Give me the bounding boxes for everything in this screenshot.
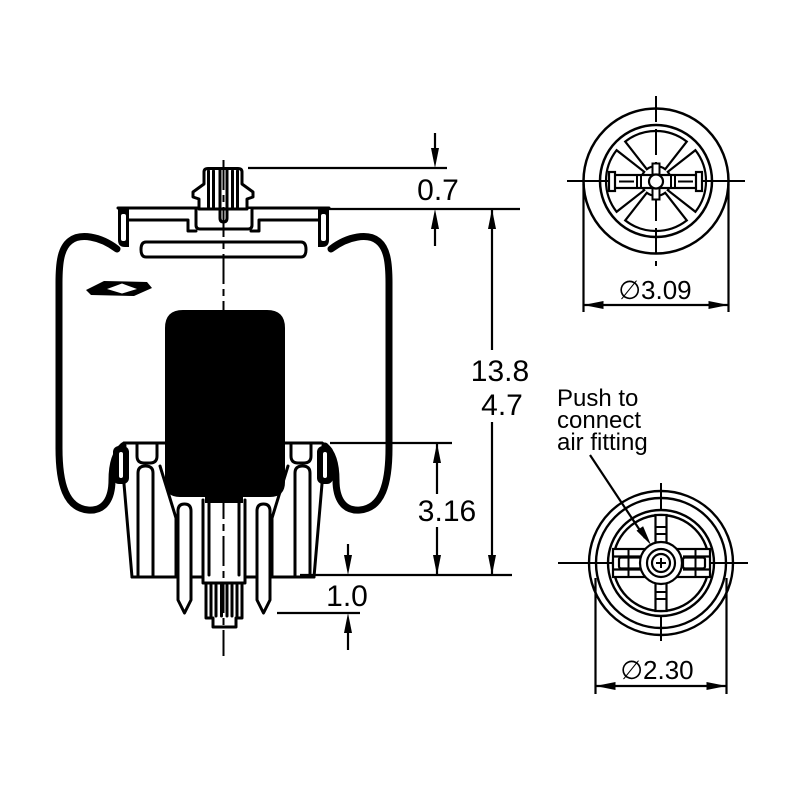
top-view: ∅3.09 (567, 96, 745, 312)
top-view-crossbar (607, 162, 704, 201)
air-fitting-port (638, 540, 684, 586)
dim-bottom-diameter: ∅2.30 (594, 578, 728, 694)
dim-overall-height: 13.8 4.7 (471, 209, 529, 575)
dim-top-diameter-text: ∅3.09 (618, 275, 691, 305)
air-fitting-note: Push to connect air fitting (557, 385, 651, 545)
rubber-bumper (165, 310, 285, 503)
air-fitting-note-line1: Push to (557, 385, 638, 412)
dim-stud-protrusion: 1.0 (277, 544, 368, 650)
bellows (55, 233, 393, 514)
dim-bottom-diameter-text: ∅2.30 (620, 655, 693, 685)
air-fitting-note-line3: air fitting (557, 429, 648, 456)
left-leg (176, 502, 193, 615)
dim-stud-protrusion-text: 1.0 (326, 580, 368, 613)
bead-plate (116, 206, 331, 259)
dim-stud-height-text: 0.7 (417, 174, 459, 207)
bottom-view-cross (611, 513, 712, 613)
dim-overall-compressed-text: 4.7 (481, 389, 523, 422)
bottom-view: Push to connect air fitting ∅2.30 (557, 385, 748, 694)
side-view: 0.7 13.8 4.7 3.16 1.0 (55, 133, 529, 656)
dim-top-diameter: ∅3.09 (582, 184, 730, 312)
dim-stud-height: 0.7 (248, 133, 520, 246)
right-leg (255, 502, 272, 615)
dim-piston-height: 3.16 (300, 441, 512, 577)
dim-piston-height-text: 3.16 (418, 495, 476, 528)
brand-logo (86, 281, 152, 296)
top-view-circles (582, 107, 730, 255)
air-fitting-note-line2: connect (557, 407, 641, 434)
leader-line (589, 454, 651, 545)
piston-assembly (113, 441, 333, 629)
dim-overall-extended-text: 13.8 (471, 355, 529, 388)
